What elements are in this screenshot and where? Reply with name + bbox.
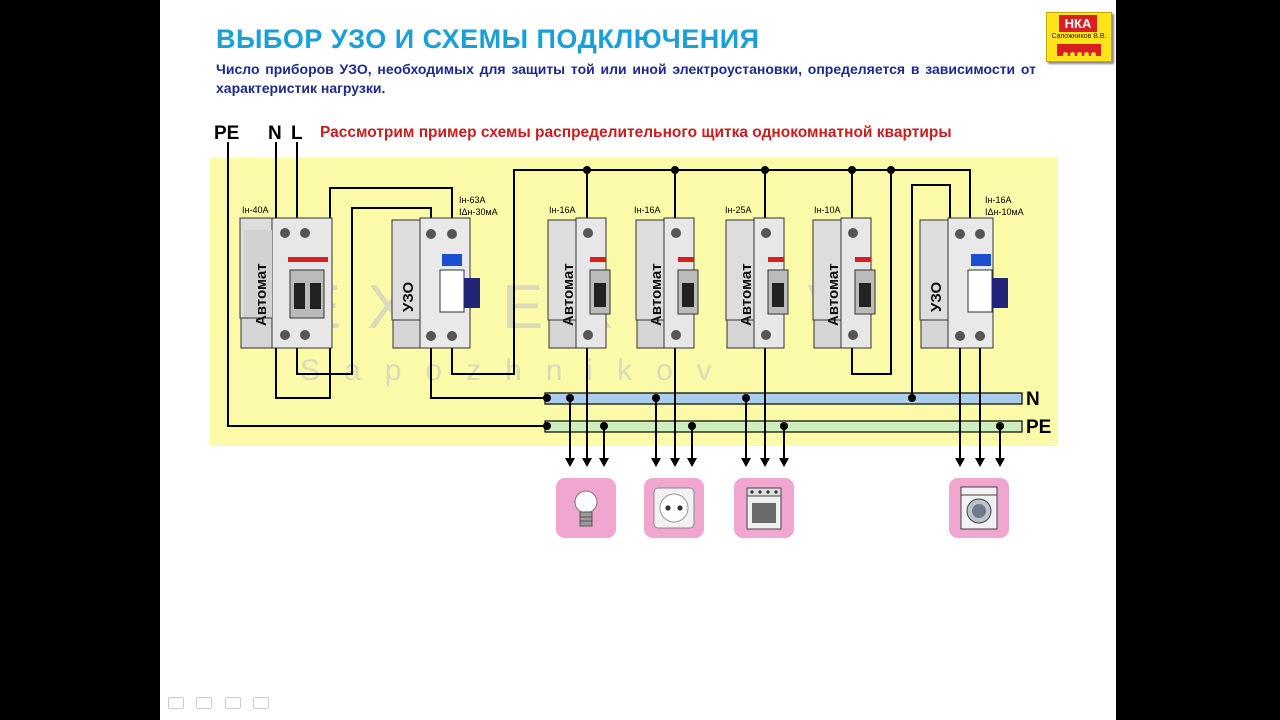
breaker-10a-label: Автомат [825,263,842,326]
breaker-10a-rating: Iн-10А [814,205,840,215]
logo-author: Сапожников В.В. [1051,33,1107,40]
breaker-25a-label: Автомат [738,263,755,326]
watermark-line2: Sapozhnikov [300,354,736,387]
breaker-16a-2-label: Автомат [648,263,665,326]
breaker-16a-1-rating: Iн-16А [549,205,575,215]
author-logo: НКА Сапожников В.В. [1046,12,1112,62]
junction-dots [543,166,1004,430]
wire-label-pe-top: PE [214,123,239,144]
wire-label-n-top: N [268,123,282,144]
logo-dots [1057,44,1101,57]
rcd-washer-label: УЗО [928,281,945,312]
rcd-washer-rating-diff: IΔн-10мА [985,207,1024,217]
right-black-border [1116,0,1280,720]
socket-icon [644,478,704,538]
example-subtitle: Рассмотрим пример схемы распределительно… [320,124,952,141]
wire-label-pe-bus: PE [1026,417,1051,438]
breaker-25a: Автомат [725,217,789,349]
slide-toolbar [168,696,277,714]
breaker-16a-2-rating: Iн-16А [634,205,660,215]
wire-label-n-bus: N [1026,389,1040,410]
pen-icon[interactable] [196,697,213,709]
menu-icon[interactable] [224,697,241,709]
breaker-16a-1: Автомат [547,217,611,349]
breaker-10a: Автомат [812,217,876,349]
main-breaker-rating: Iн-40А [242,205,268,215]
rcd-washer-rating: Iн-16А [985,195,1011,205]
n-bus [544,392,1023,405]
rcd-main-rating-diff: IΔн-30мА [459,207,498,217]
page-title: ВЫБОР УЗО И СХЕМЫ ПОДКЛЮЧЕНИЯ [216,24,760,54]
washing-machine-icon [949,478,1009,538]
intro-text: Число приборов УЗО, необходимых для защи… [216,61,1036,96]
left-black-border [0,0,160,720]
prev-slide-icon[interactable] [168,697,184,709]
breaker-25a-rating: Iн-25А [725,205,751,215]
rcd-main-label: УЗО [400,281,417,312]
breaker-16a-1-label: Автомат [560,263,577,326]
main-breaker: Автомат [239,217,333,349]
breaker-16a-2: Автомат [635,217,699,349]
rcd-washer: УЗО [919,217,1008,349]
stove-icon [734,478,794,538]
rcd-main: УЗО [391,217,480,349]
light-bulb-icon [556,478,616,538]
main-breaker-label: Автомат [253,263,270,326]
rcd-main-rating: Iн-63А [459,195,485,205]
wire-label-l-top: L [291,123,303,144]
load-arrows [565,458,1005,467]
next-slide-icon[interactable] [253,697,270,709]
logo-name: НКА [1059,15,1097,32]
